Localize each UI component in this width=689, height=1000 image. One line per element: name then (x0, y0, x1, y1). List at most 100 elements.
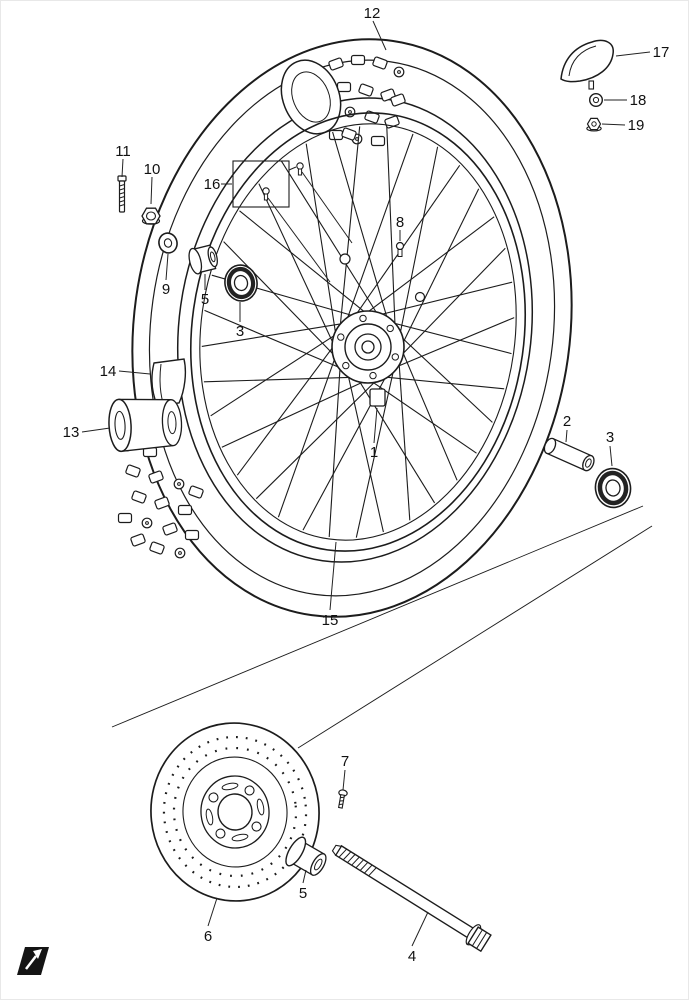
brake-disc-6 (150, 722, 320, 902)
spoke (364, 376, 477, 454)
tire-tread-knobs (117, 54, 406, 559)
part-label-17: 17 (653, 44, 670, 61)
tread-knob (162, 522, 178, 536)
part-label-4: 4 (408, 948, 416, 965)
tread-knob (372, 56, 388, 70)
spoke (204, 309, 356, 375)
spoke (370, 281, 513, 318)
leader-line-4 (411, 911, 429, 947)
tread-knob-dot (178, 551, 182, 555)
leader-line-17 (615, 51, 651, 57)
spoke (338, 126, 361, 340)
tread-knob (341, 127, 357, 141)
rim (189, 112, 527, 552)
part-label-1: 1 (370, 444, 378, 461)
tread-knob (130, 533, 146, 547)
part-label-11: 11 (115, 143, 131, 160)
tread-knob (141, 517, 153, 529)
nut-19 (586, 117, 602, 132)
nut-10 (141, 207, 161, 225)
part-label-18: 18 (630, 92, 647, 109)
part-label-19: 19 (628, 117, 645, 134)
bolt-11 (117, 175, 127, 213)
leader-line-1 (373, 407, 378, 444)
tread-knob (393, 66, 405, 78)
part-label-9: 9 (162, 281, 170, 298)
part-label-3: 3 (606, 429, 614, 446)
spoke (280, 160, 382, 321)
hub-tab (369, 388, 386, 407)
nipple-callout-16 (232, 160, 353, 283)
leader-line-12 (372, 20, 387, 51)
hub (331, 253, 426, 407)
hub-detail (339, 253, 351, 265)
tread-knob (177, 504, 193, 516)
spoke (391, 247, 506, 365)
washer-18 (589, 92, 604, 107)
tread-knob-dot (177, 482, 181, 486)
part-label-15: 15 (322, 612, 339, 629)
spoke (386, 126, 396, 335)
part-label-14: 14 (100, 363, 117, 380)
tread-knob (336, 81, 352, 93)
alignment-lines (111, 505, 653, 749)
tread-knob (154, 496, 170, 510)
spoke (255, 370, 386, 500)
leader-line-19 (601, 123, 626, 126)
leader-line-2 (565, 429, 568, 443)
tread-knob (149, 541, 165, 555)
tire-cutaway (280, 59, 342, 135)
tread-knob (370, 135, 386, 147)
spoke (345, 367, 384, 533)
tread-knob (125, 464, 141, 478)
brand-logo (17, 947, 49, 975)
tread-knob (184, 529, 200, 541)
spoke (342, 133, 414, 331)
spoke (328, 359, 342, 538)
tread-knob (173, 478, 185, 490)
tread-knob (328, 129, 344, 141)
part-label-13: 13 (63, 424, 80, 441)
leader-line-10 (150, 176, 153, 205)
tread-knob (350, 54, 366, 66)
spoke (277, 349, 339, 518)
leader-line-13 (81, 427, 111, 433)
spoke (397, 146, 439, 345)
tread-knob (390, 93, 406, 107)
leader-line-15 (329, 541, 337, 611)
spoke-nipple-8 (395, 241, 405, 257)
part-label-16: 16 (204, 176, 221, 193)
spoke (375, 375, 505, 390)
spacer-2 (543, 437, 595, 472)
spoke (203, 376, 366, 383)
part-label-5: 5 (201, 291, 209, 308)
part-label-8: 8 (396, 214, 404, 231)
spoke (239, 210, 372, 318)
leader-line-3 (609, 445, 613, 467)
spoke (305, 143, 339, 351)
leader-line-14 (118, 370, 151, 375)
spoke (394, 333, 458, 481)
part-label-5: 5 (299, 885, 307, 902)
spoke (236, 338, 340, 476)
tread-knob (328, 57, 344, 71)
tread-knob-dot (348, 110, 352, 114)
collar-13 (108, 398, 183, 453)
spoke (349, 164, 461, 324)
spoke (201, 321, 352, 347)
spoke (384, 317, 515, 373)
spoke (332, 131, 391, 327)
leader-line-7 (342, 769, 346, 791)
guard-14 (151, 358, 187, 406)
tread-knob (148, 470, 164, 484)
spoke (355, 354, 398, 538)
part-label-12: 12 (364, 5, 381, 22)
tread-knob (358, 83, 374, 97)
tread-knob (174, 547, 186, 559)
spacer-5-left (188, 244, 218, 275)
spoke (258, 183, 342, 361)
tread-knob (188, 485, 204, 499)
spoke-nipple-16b (262, 187, 270, 201)
